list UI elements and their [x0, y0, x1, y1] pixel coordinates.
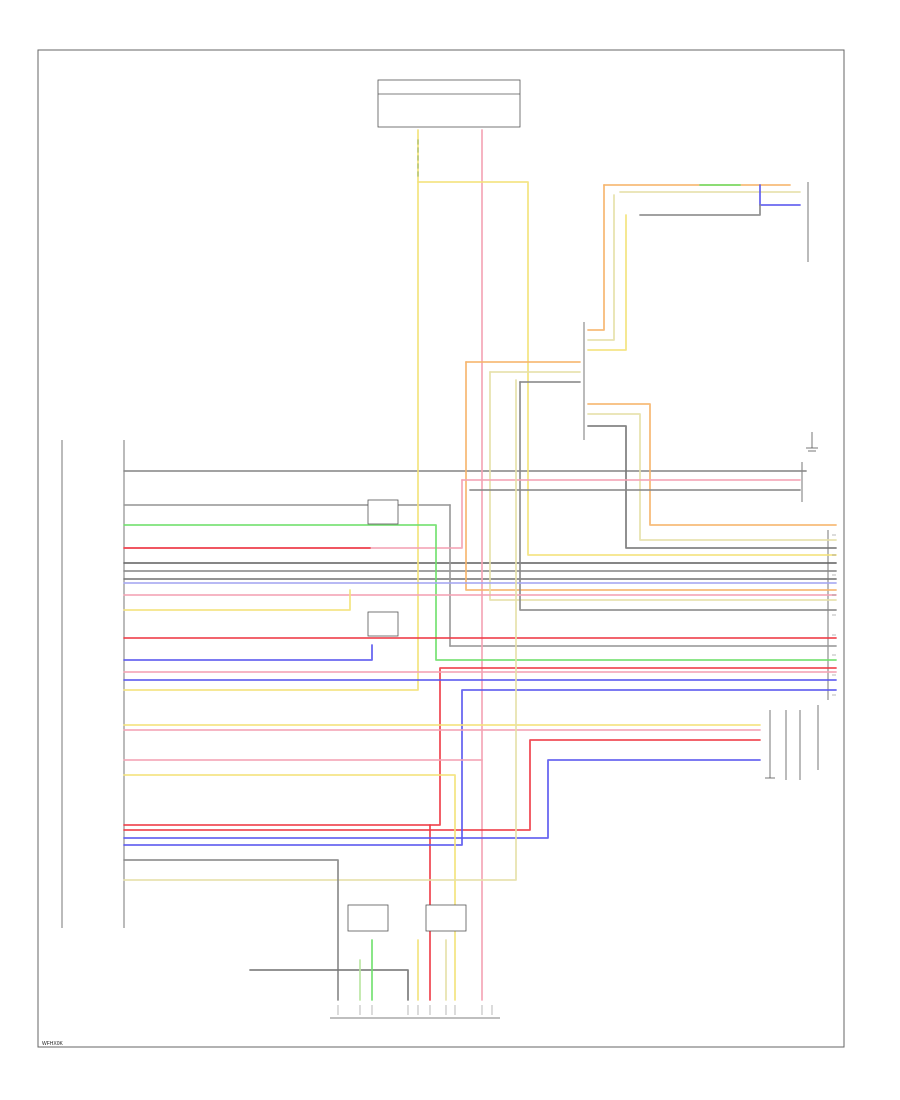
- grey-wire-lower-switch: [587, 425, 837, 549]
- red-wire-bottom: [123, 739, 761, 831]
- ground-symbol: [806, 432, 818, 452]
- blue-wire-top: [759, 184, 801, 206]
- blue-wire-main: [123, 644, 373, 661]
- grey-wire-top-right: [639, 204, 761, 216]
- grey-wire-bottom: [123, 859, 339, 1001]
- diagram-border: [37, 49, 845, 1048]
- switch-box-lower: [367, 611, 399, 637]
- switch-box-upper: [367, 499, 399, 525]
- yellow-wire-main: [123, 129, 419, 691]
- grey-signal-lines: [123, 470, 837, 647]
- yellow-wire-h2: [123, 774, 456, 1001]
- sensor-box-left: [347, 904, 389, 932]
- fuse-box-top: [377, 79, 521, 128]
- orange-wire-down-1: [587, 184, 605, 331]
- colored-wires: [123, 129, 837, 1001]
- orange-wire-lower-left: [465, 361, 837, 591]
- pale-wire-lower-left: [489, 371, 837, 601]
- yellow-wire-h3: [123, 589, 351, 611]
- pale-wire-lower-switch: [587, 413, 837, 541]
- right-connector-pins: [832, 534, 836, 696]
- bottom-connector-pins: [337, 1005, 493, 1015]
- pale-wire-down-1: [587, 194, 615, 341]
- orange-wire-lower-switch: [587, 403, 837, 526]
- blue-wire-bottom: [123, 689, 837, 846]
- red-wire-down: [123, 667, 837, 826]
- pale-wire-h4: [123, 379, 517, 881]
- blue-wire-bottom-2: [123, 759, 761, 839]
- yellow-wire-upper-right: [417, 181, 837, 556]
- pink-wire-r3: [123, 479, 463, 549]
- green-wire-main: [123, 524, 837, 661]
- yellow-wire-down-1: [587, 214, 627, 351]
- diagram-code: WFHX0K: [42, 1041, 64, 1047]
- sensor-box-right: [425, 904, 467, 932]
- grey-wire-sensor: [249, 969, 409, 1001]
- instrument-panel-pins: [769, 710, 801, 780]
- ground-symbol: [765, 775, 775, 779]
- grey-wire-lower-left: [519, 381, 837, 611]
